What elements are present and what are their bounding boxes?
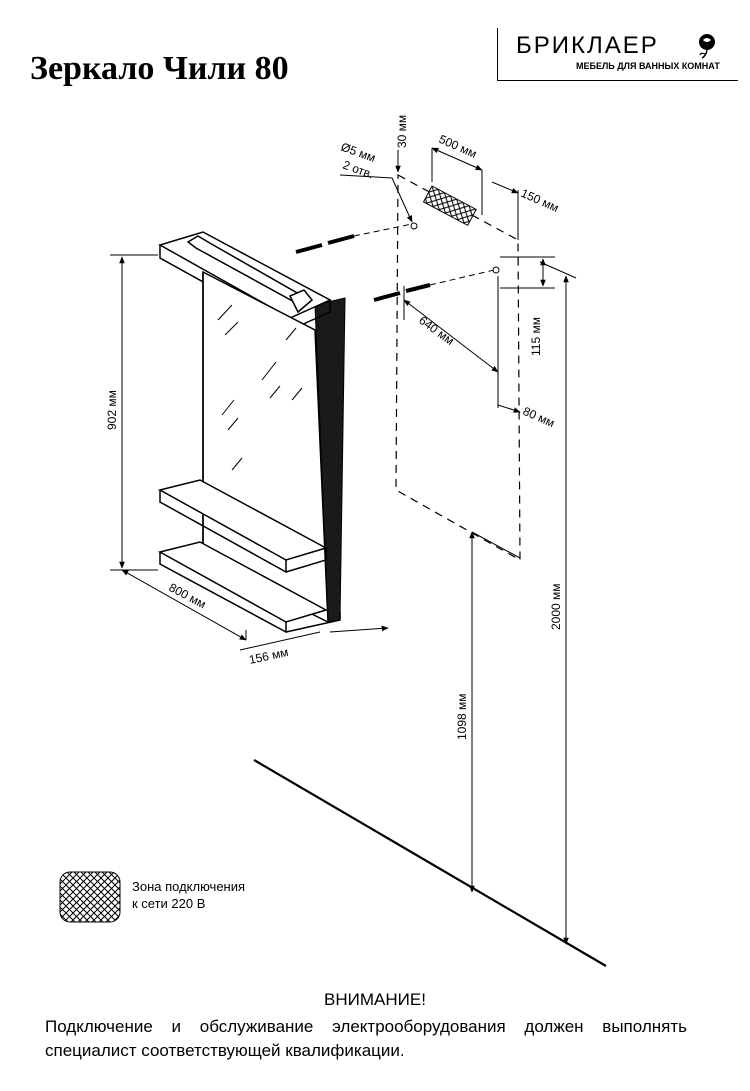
warning-text: Подключение и обслуживание электрооборуд… — [45, 1017, 687, 1060]
mirror-cabinet — [157, 231, 346, 634]
dim-height-label: 902 мм — [105, 390, 119, 430]
rose-icon — [699, 34, 715, 59]
legend-line-1: Зона подключения — [132, 879, 246, 894]
wall-outline — [395, 173, 521, 562]
brand-name: БРИКЛАЕР — [516, 32, 659, 59]
dim-hole-spacing-label: 640 мм — [416, 313, 456, 348]
dim-hole-edge-label: 80 мм — [521, 404, 557, 430]
legend-line-2: к сети 220 В — [132, 896, 206, 911]
warning-title: ВНИМАНИЕ! — [324, 990, 426, 1009]
page-title: Зеркало Чили 80 — [30, 50, 289, 87]
brand-logo: БРИКЛАЕР МЕБЕЛЬ ДЛЯ ВАННЫХ КОМНАТ — [497, 28, 738, 81]
dim-zone-width-label: 500 мм — [437, 132, 479, 161]
brand-subtitle: МЕБЕЛЬ ДЛЯ ВАННЫХ КОМНАТ — [576, 61, 720, 71]
screw-icon — [295, 234, 431, 302]
dim-top-offset-label: 30 мм — [395, 115, 409, 148]
dim-floor-to-bottom-label: 1098 мм — [455, 693, 469, 740]
connection-zone-legend-icon — [59, 871, 121, 923]
dim-floor-to-top-label: 2000 мм — [549, 583, 563, 630]
dim-zone-side-label: 150 мм — [519, 186, 561, 215]
dim-hole-drop-label: 115 мм — [529, 317, 543, 356]
dim-depth-label: 156 мм — [248, 645, 290, 667]
connection-zone — [422, 185, 477, 227]
legend-text: Зона подключения к сети 220 В — [132, 878, 245, 912]
